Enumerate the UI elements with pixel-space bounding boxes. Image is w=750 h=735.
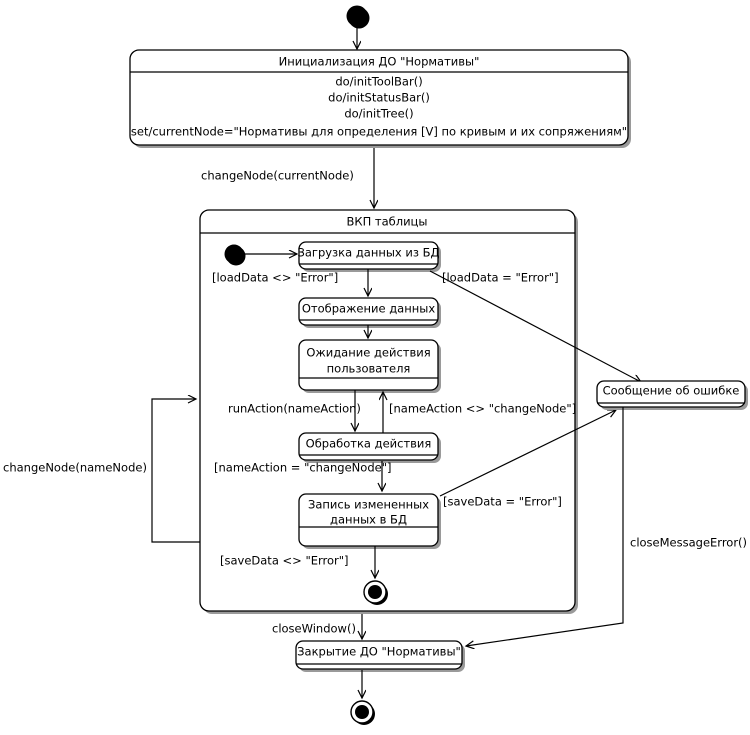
inner-initial-state	[224, 244, 246, 266]
state-close-do-label: Закрытие ДО "Нормативы"	[297, 645, 461, 659]
state-wait-action	[298, 339, 441, 393]
edge-load-to-error	[429, 270, 641, 382]
inner-final-state	[363, 580, 388, 605]
state-load-data	[298, 241, 441, 272]
state-wait-action-label-2: пользователя	[327, 362, 411, 376]
state-save-data	[298, 493, 441, 549]
state-initialization	[129, 49, 631, 148]
edge-label-close-message-error: closeMessageError()	[630, 536, 747, 550]
state-load-data-label: Загрузка данных из БД	[297, 246, 439, 260]
initial-state	[346, 5, 370, 29]
edge-change-node-loop	[151, 399, 200, 543]
outer-final-state	[350, 700, 375, 725]
edge-label-load-ok: [loadData <> "Error"]	[212, 271, 338, 285]
edge-close-message-error	[466, 407, 624, 646]
state-error-message	[596, 380, 748, 410]
state-process-action	[298, 432, 441, 463]
edge-label-save-error: [saveData = "Error"]	[443, 495, 562, 509]
state-show-data	[298, 297, 441, 328]
state-wait-action-label-1: Ожидание действия	[306, 346, 430, 360]
state-process-action-label: Обработка действия	[306, 437, 432, 451]
state-composite-title: ВКП таблицы	[347, 215, 428, 229]
edge-label-run-action: runAction(nameAction)	[228, 402, 361, 416]
edge-save-to-error	[439, 410, 616, 497]
state-composite-table	[199, 209, 578, 614]
state-error-message-label: Сообщение об ошибке	[603, 384, 740, 398]
state-close-do	[295, 640, 465, 672]
edge-label-change-node-name: changeNode(nameNode)	[3, 461, 147, 475]
state-initialization-title: Инициализация ДО "Нормативы"	[279, 55, 480, 69]
edge-label-action-change: [nameAction = "changeNode"]	[214, 461, 391, 475]
state-initialization-action-3: set/currentNode="Нормативы для определен…	[131, 125, 627, 139]
edge-label-action-not-change: [nameAction <> "changeNode"]	[389, 402, 576, 416]
state-initialization-action-1: do/initStatusBar()	[328, 91, 430, 105]
state-save-data-label-1: Запись измененных	[308, 498, 429, 512]
edge-label-close-window: closeWindow()	[272, 622, 356, 636]
edge-label-save-ok: [saveData <> "Error"]	[220, 554, 349, 568]
state-initialization-action-0: do/initToolBar()	[335, 75, 422, 89]
edge-label-change-node-current: changeNode(currentNode)	[201, 169, 354, 183]
state-show-data-label: Отображение данных	[302, 302, 436, 316]
state-save-data-label-2: данных в БД	[330, 513, 407, 527]
edge-label-load-error: [loadData = "Error"]	[442, 271, 559, 285]
state-initialization-action-2: do/initTree()	[344, 107, 413, 121]
